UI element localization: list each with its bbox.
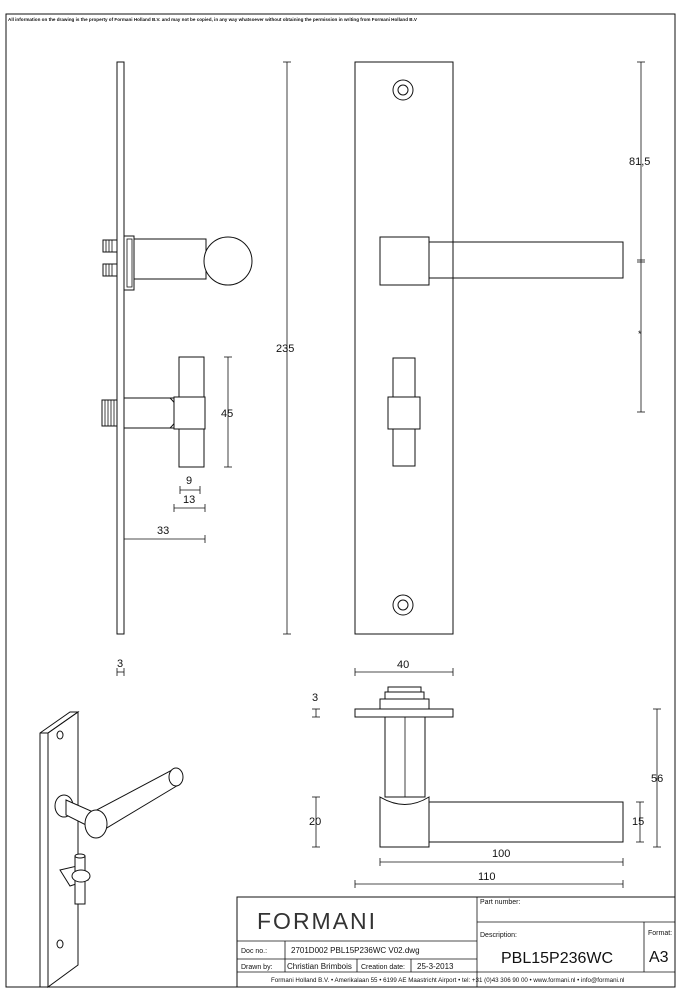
drawn-by-label: Drawn by: bbox=[241, 964, 273, 971]
side-dimensions: 235 45 9 13 33 3 bbox=[116, 61, 294, 676]
side-upper-neck bbox=[133, 238, 207, 280]
dim-turn-spindle: 13 bbox=[183, 494, 195, 506]
top-handle-base bbox=[379, 796, 430, 848]
top-view bbox=[354, 686, 624, 848]
top-screw-hole bbox=[392, 79, 414, 101]
dim-turn-width: 9 bbox=[186, 475, 192, 487]
dim-turn-height: 45 bbox=[221, 408, 233, 420]
top-dimensions: 40 3 20 56 15 100 110 bbox=[309, 659, 663, 888]
svg-text:*: * bbox=[638, 329, 642, 339]
side-upper-rose bbox=[123, 235, 135, 291]
front-handle-rose bbox=[379, 236, 430, 286]
front-turn-rose bbox=[387, 396, 421, 430]
title-block: FORMANI Part number: Description: PBL15P… bbox=[236, 896, 676, 988]
drawing-frame bbox=[5, 13, 676, 988]
dim-handle-projection: 110 bbox=[478, 871, 496, 883]
description-label: Description: bbox=[480, 932, 517, 939]
dim-rose-height: 56 bbox=[651, 773, 663, 785]
brand-logo: FORMANI bbox=[257, 908, 377, 934]
part-number-label: Part number: bbox=[480, 899, 521, 906]
front-dimensions: * 81,5 bbox=[629, 61, 650, 413]
side-view bbox=[101, 61, 253, 635]
creation-date-value: 25-3-2013 bbox=[417, 962, 454, 971]
doc-no-value: 2701D002 PBL15P236WC V02.dwg bbox=[291, 946, 420, 955]
dim-centre-distance: 81,5 bbox=[629, 156, 650, 168]
side-turn bbox=[101, 356, 206, 468]
top-plate bbox=[354, 708, 454, 718]
creation-date-label: Creation date: bbox=[361, 964, 405, 971]
format-label: Format: bbox=[648, 930, 672, 937]
company-footer: Formani Holland B.V. • Amerikalaan 55 • … bbox=[271, 977, 624, 984]
top-handle-bar bbox=[428, 801, 624, 843]
side-upper-handle-end bbox=[203, 236, 253, 286]
dim-handle-length: 100 bbox=[492, 848, 510, 860]
bottom-screw-hole bbox=[392, 594, 414, 616]
side-plate bbox=[116, 61, 125, 635]
front-plate bbox=[354, 61, 454, 635]
front-handle-bar bbox=[428, 241, 624, 279]
description-value: PBL15P236WC bbox=[501, 950, 613, 967]
dim-overall-length: 235 bbox=[276, 343, 294, 355]
dim-handle-bar: 15 bbox=[632, 816, 644, 828]
isometric-view bbox=[39, 711, 184, 988]
dim-rose-depth: 33 bbox=[157, 525, 169, 537]
front-view bbox=[354, 61, 624, 635]
format-value: A3 bbox=[649, 949, 669, 966]
side-upper-back-screws bbox=[102, 239, 118, 277]
iso-plate bbox=[39, 711, 80, 988]
dim-plate-thickness: 3 bbox=[117, 658, 123, 670]
iso-lever bbox=[65, 769, 181, 833]
doc-no-label: Doc no.: bbox=[241, 948, 267, 955]
dim-plate-width: 40 bbox=[397, 659, 409, 671]
dim-handle-base: 20 bbox=[309, 816, 321, 828]
copyright-notice: All information on the drawing is the pr… bbox=[8, 17, 418, 22]
dim-rose-thickness: 3 bbox=[312, 692, 318, 704]
drawn-by-value: Christian Brimbois bbox=[287, 962, 352, 971]
